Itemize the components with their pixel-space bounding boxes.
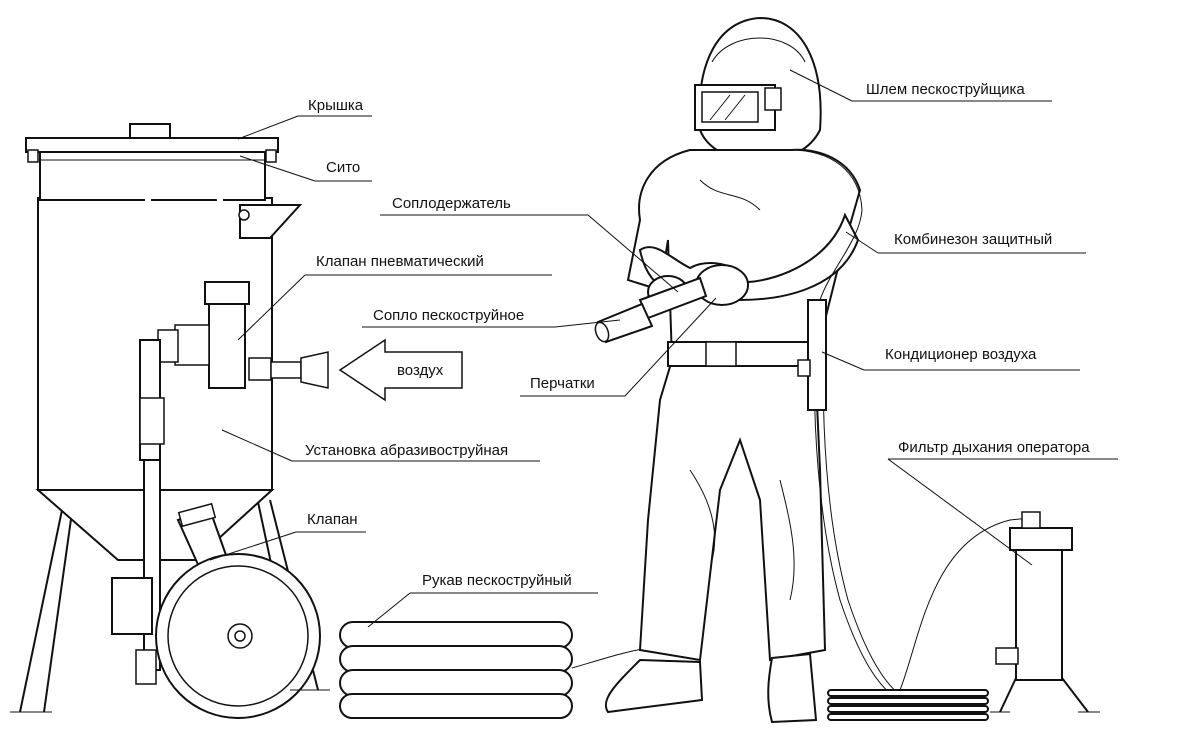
air-label: воздух	[397, 362, 444, 379]
label-suit: Комбинезон защитный	[894, 231, 1052, 248]
label-nozzle: Сопло пескоструйное	[373, 307, 524, 324]
filter-body	[1015, 549, 1063, 681]
air-coupling	[300, 351, 329, 389]
gloves	[695, 264, 749, 306]
filter-cap	[1009, 527, 1073, 551]
pneumatic-valve-top	[204, 281, 250, 305]
breathing-filter	[899, 511, 1100, 713]
label-air-conditioner: Кондиционер воздуха	[885, 346, 1037, 363]
label-blasting-unit: Установка абразивоструйная	[305, 442, 508, 459]
air-hose-coil	[827, 689, 989, 721]
unit-leg-left-inner	[43, 511, 73, 713]
unit-bracket	[239, 204, 303, 239]
label-gloves: Перчатки	[530, 375, 595, 392]
boot-left	[604, 658, 704, 714]
label-helmet: Шлем пескоструйщика	[866, 81, 1025, 98]
abrasive-blasting-unit	[10, 123, 330, 719]
operator-figure	[594, 16, 909, 724]
label-valve: Клапан	[307, 511, 358, 528]
blasting-hose	[339, 621, 651, 719]
unit-leg-left	[19, 509, 63, 713]
label-nozzle-holder: Сопло­держатель	[392, 195, 511, 212]
lid-handle	[129, 123, 171, 139]
unit-lid	[25, 137, 279, 153]
label-pneumatic-valve: Клапан пневматический	[316, 253, 484, 270]
boot-right	[767, 652, 818, 724]
belt	[667, 341, 817, 367]
air-conditioner	[807, 299, 827, 411]
pneumatic-valve-body	[208, 303, 246, 389]
label-sieve: Сито	[326, 159, 360, 176]
air-arrow-shape	[338, 338, 463, 402]
label-hose: Рукав пескоструйный	[422, 572, 572, 589]
label-breathing-filter: Фильтр дыхания оператора	[898, 439, 1090, 456]
air-arrow: воздух	[338, 338, 463, 402]
label-lid: Крышка	[308, 97, 364, 114]
